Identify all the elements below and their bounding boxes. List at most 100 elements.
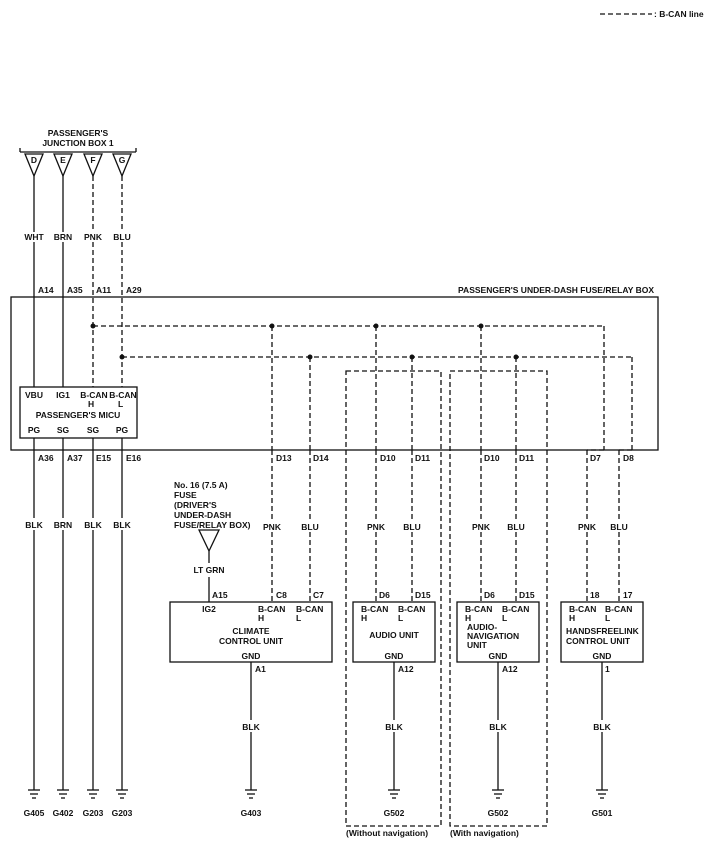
ground-symbol-g502-b (492, 789, 504, 799)
hfl-gnd-pin: 1 (605, 664, 610, 674)
fuse-label-3: (DRIVER'S (174, 500, 217, 510)
climate-pin-c8: C8 (276, 590, 287, 600)
wire-color-blu: BLU (113, 232, 130, 242)
wire-color-pnk: PNK (84, 232, 103, 242)
ground-symbol-g501 (596, 789, 608, 799)
junction-dot-h1 (90, 323, 96, 329)
fuse-pin-a29: A29 (126, 285, 142, 295)
junction-pin-g (112, 153, 132, 178)
micu-label-vbu: VBU (25, 390, 43, 400)
audio-name: AUDIO UNIT (369, 630, 419, 640)
junction-pin-f (83, 153, 103, 178)
fuse-pin-a36: A36 (38, 453, 54, 463)
nav-name-2: NAVIGATION (467, 631, 519, 641)
junction-box-title-2: JUNCTION BOX 1 (42, 138, 114, 148)
climate-bcan-h: B-CAN (258, 604, 285, 614)
micu-label-bcan-h: B-CAN (80, 390, 107, 400)
audio-l: L (398, 613, 403, 623)
hfl-name-2: CONTROL UNIT (566, 636, 631, 646)
option-box-with-nav (449, 370, 548, 827)
climate-ig2: IG2 (202, 604, 216, 614)
hfl-pin-17: 17 (623, 590, 633, 600)
fuse-label-1: No. 16 (7.5 A) (174, 480, 228, 490)
option-box-without-nav (345, 370, 442, 827)
hfl-bcan-h: B-CAN (569, 604, 596, 614)
legend-label: : B-CAN line (654, 9, 704, 19)
micu-label-sg1: SG (57, 425, 70, 435)
micu-label-h: H (88, 399, 94, 409)
gnd-color-audio: BLK (385, 722, 403, 732)
micu-label-bcan-l: B-CAN (109, 390, 136, 400)
option-caption-with-nav: (With navigation) (450, 828, 519, 838)
ground-label-g502-b: G502 (488, 808, 509, 818)
fuse-label-4: UNDER-DASH (174, 510, 231, 520)
can-color-pnk-2: PNK (367, 522, 386, 532)
hfl-l: L (605, 613, 610, 623)
fuse-label-2: FUSE (174, 490, 197, 500)
nav-name-3: UNIT (467, 640, 488, 650)
audio-pin-d15: D15 (415, 590, 431, 600)
option-caption-without-nav: (Without navigation) (346, 828, 428, 838)
can-color-pnk-1: PNK (263, 522, 282, 532)
fuse-pin-d13: D13 (276, 453, 292, 463)
climate-gnd: GND (242, 651, 261, 661)
climate-pin-a15: A15 (212, 590, 228, 600)
hfl-name-1: HANDSFREELINK (566, 626, 640, 636)
climate-h: H (258, 613, 264, 623)
ground-symbol-g403 (245, 789, 257, 799)
fuse-pin-d10-b: D10 (484, 453, 500, 463)
audio-pin-d6: D6 (379, 590, 390, 600)
can-color-blu-1: BLU (301, 522, 318, 532)
gnd-color-hfl: BLK (593, 722, 611, 732)
ground-symbol-g405 (28, 789, 40, 799)
micu-title: PASSENGER'S MICU (36, 410, 121, 420)
micu-label-sg2: SG (87, 425, 100, 435)
ground-label-g403: G403 (241, 808, 262, 818)
fuse-pin-d10-a: D10 (380, 453, 396, 463)
junction-box-title-1: PASSENGER'S (48, 128, 109, 138)
micu-label-ig1: IG1 (56, 390, 70, 400)
can-color-pnk-4: PNK (578, 522, 597, 532)
audio-gnd: GND (385, 651, 404, 661)
ground-label-g405: G405 (24, 808, 45, 818)
hfl-h: H (569, 613, 575, 623)
fuse-pin-a14: A14 (38, 285, 54, 295)
hfl-pin-18: 18 (590, 590, 600, 600)
nav-name-1: AUDIO- (467, 622, 497, 632)
climate-l: L (296, 613, 301, 623)
fuse-pin-e15: E15 (96, 453, 111, 463)
fuse-pin-e16: E16 (126, 453, 141, 463)
fuse-pin-d14: D14 (313, 453, 329, 463)
ground-label-g502-a: G502 (384, 808, 405, 818)
climate-gnd-pin: A1 (255, 664, 266, 674)
wire-color-brn-2: BRN (54, 520, 72, 530)
climate-name-1: CLIMATE (232, 626, 269, 636)
fuse-pin-d7: D7 (590, 453, 601, 463)
climate-pin-c7: C7 (313, 590, 324, 600)
ground-symbol-g203-b (116, 789, 128, 799)
audio-bcan-h: B-CAN (361, 604, 388, 614)
junction-pin-d (24, 153, 44, 178)
hfl-bcan-l: B-CAN (605, 604, 632, 614)
nav-l: L (502, 613, 507, 623)
can-color-pnk-3: PNK (472, 522, 491, 532)
ground-symbol-g502-a (388, 789, 400, 799)
nav-pin-d6: D6 (484, 590, 495, 600)
junction-dot-l1 (119, 354, 125, 360)
fuse-wire-color: LT GRN (193, 565, 224, 575)
gnd-color-climate: BLK (242, 722, 260, 732)
junction-pin-label-e: E (60, 155, 66, 165)
ground-label-g402: G402 (53, 808, 74, 818)
can-color-blu-4: BLU (610, 522, 627, 532)
ground-label-g203-a: G203 (83, 808, 104, 818)
fuse-pin-d8: D8 (623, 453, 634, 463)
junction-pin-e (53, 153, 73, 178)
fuse-label-5: FUSE/RELAY BOX) (174, 520, 251, 530)
nav-bcan-h: B-CAN (465, 604, 492, 614)
micu-label-pg2: PG (116, 425, 129, 435)
nav-gnd: GND (489, 651, 508, 661)
ground-label-g203-b: G203 (112, 808, 133, 818)
gnd-color-nav: BLK (489, 722, 507, 732)
ground-label-g501: G501 (592, 808, 613, 818)
